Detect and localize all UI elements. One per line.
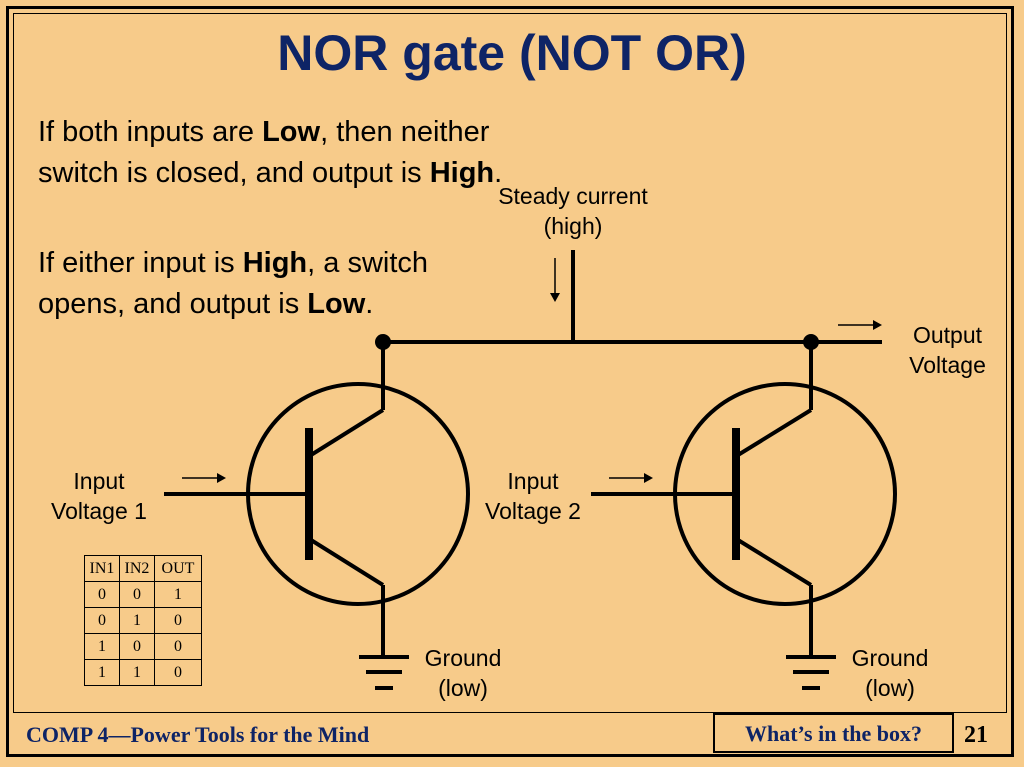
junction-dot-1 bbox=[375, 334, 391, 350]
cell-in2: 1 bbox=[119, 659, 155, 686]
paragraph-low-inputs: If both inputs are Low, then neither swi… bbox=[38, 116, 503, 189]
transistor-2-emitter-diag bbox=[736, 538, 813, 587]
paragraph-high-input: If either input is High, a switch opens,… bbox=[38, 247, 429, 320]
header-in1: IN1 bbox=[84, 555, 120, 582]
ground-1-label: Ground(low) bbox=[424, 645, 502, 701]
output-arrowhead bbox=[873, 320, 882, 330]
slide-title: NOR gate (NOT OR) bbox=[277, 25, 747, 81]
bold-low: Low bbox=[307, 288, 366, 320]
cell-out: 0 bbox=[154, 607, 202, 634]
cell-out: 1 bbox=[154, 581, 202, 608]
whats-in-the-box-link[interactable]: What’s in the box? bbox=[713, 713, 954, 753]
ground-2-label: Ground(low) bbox=[851, 645, 929, 701]
transistor-1 bbox=[164, 342, 470, 690]
bold-high: High bbox=[242, 247, 308, 279]
slide-inner-border bbox=[13, 13, 1007, 713]
input-2-arrowhead bbox=[644, 473, 653, 483]
transistor-2 bbox=[591, 342, 897, 690]
page-number: 21 bbox=[964, 722, 988, 748]
transistor-1-emitter-diag bbox=[309, 538, 385, 587]
cell-out: 0 bbox=[154, 633, 202, 660]
course-footer: COMP 4—Power Tools for the Mind bbox=[26, 722, 370, 747]
bold-low: Low bbox=[262, 116, 321, 148]
cell-in1: 1 bbox=[84, 633, 120, 660]
input-1-arrowhead bbox=[217, 473, 226, 483]
steady-current-arrowhead bbox=[550, 293, 560, 302]
cell-in2: 0 bbox=[119, 581, 155, 608]
header-out: OUT bbox=[154, 555, 202, 582]
header-in2: IN2 bbox=[119, 555, 155, 582]
truth-table-header: IN1 IN2 OUT bbox=[84, 555, 202, 582]
slide-outer-border bbox=[6, 6, 1014, 757]
transistor-2-collector-diag bbox=[736, 408, 813, 457]
transistor-1-collector-diag bbox=[309, 408, 385, 457]
cell-out: 0 bbox=[154, 659, 202, 686]
cell-in1: 0 bbox=[84, 581, 120, 608]
truth-table: IN1 IN2 OUT 0 0 1 0 1 0 1 0 0 1 1 0 bbox=[84, 555, 202, 686]
cell-in2: 1 bbox=[119, 607, 155, 634]
table-row: 0 1 0 bbox=[84, 607, 202, 634]
junction-dot-2 bbox=[803, 334, 819, 350]
table-row: 0 0 1 bbox=[84, 581, 202, 608]
steady-current-label: Steady current(high) bbox=[498, 183, 648, 239]
table-row: 1 1 0 bbox=[84, 659, 202, 686]
cell-in1: 1 bbox=[84, 659, 120, 686]
cell-in2: 0 bbox=[119, 633, 155, 660]
table-row: 1 0 0 bbox=[84, 633, 202, 660]
cell-in1: 0 bbox=[84, 607, 120, 634]
bold-high: High bbox=[429, 157, 495, 189]
